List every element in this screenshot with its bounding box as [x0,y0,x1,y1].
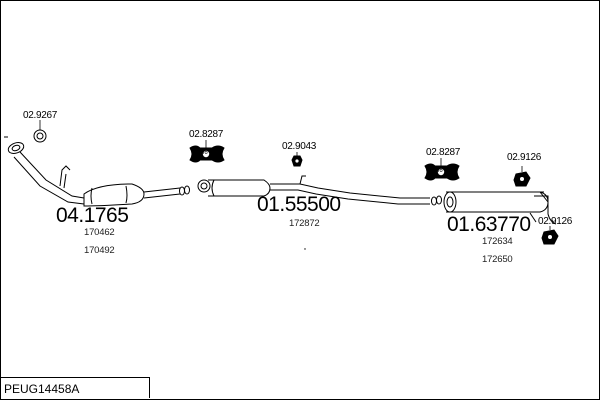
dot-mark [304,248,306,250]
middle-silencer-drawing [197,175,442,206]
accessory-code: 02.8287 [426,147,461,158]
reference-number: 172872 [289,218,320,229]
reference-number: 170462 [84,227,115,238]
reference-number: 170492 [84,245,115,256]
front-pipe-catalyst-drawing [4,136,190,207]
title-box: PEUG14458A [0,377,150,398]
part-code: 04.1765 [56,204,129,227]
reference-number: 172634 [482,236,513,247]
part-code: 01.63770 [447,213,531,236]
part-code: 01.55500 [257,193,341,216]
rubber-mount-icon [541,229,559,245]
accessory-code: 02.9267 [23,110,58,121]
accessory-code: 02.8287 [189,129,224,140]
hanger-mark: 66 [201,150,208,156]
rubber-hanger-icon [424,163,460,181]
rubber-hanger-icon [189,145,225,163]
rubber-mount-icon [513,171,531,187]
reference-number: 172650 [482,254,513,265]
clamp-icon [291,155,303,167]
seal-ring-icon [33,129,47,143]
accessory-code: 02.9043 [282,141,317,152]
hanger-mark: 66 [436,168,443,174]
diagram-title: PEUG14458A [4,382,80,396]
rear-silencer-drawing [443,191,557,225]
leader-lines [39,120,551,230]
accessory-code: 02.9126 [538,216,573,227]
accessory-code: 02.9126 [507,152,542,163]
